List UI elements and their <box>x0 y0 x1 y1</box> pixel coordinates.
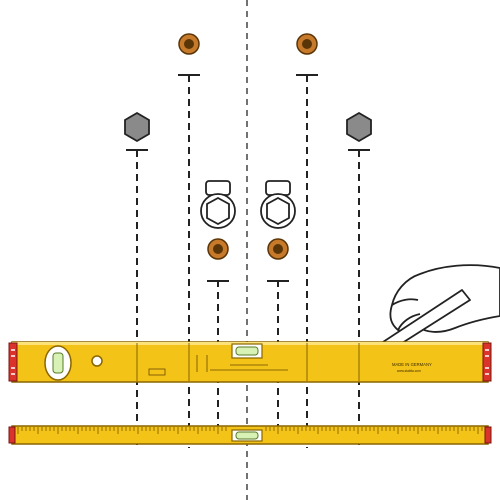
hanging-bracket-icon <box>200 180 236 229</box>
wall-plug-icon <box>296 33 318 55</box>
hex-bolt-icon <box>124 111 150 143</box>
cross-marks <box>126 74 370 282</box>
ruler-ticks <box>17 427 483 434</box>
hand-with-pencil-icon <box>371 264 500 353</box>
spirit-level-ruler <box>8 425 492 445</box>
wall-plug-icon <box>207 238 229 260</box>
wall-plug-icon <box>267 238 289 260</box>
spirit-level-main: MADE IN GERMANY www.stabila.com <box>8 341 492 383</box>
brand-label: MADE IN GERMANY <box>392 362 432 367</box>
wall-plug-icon <box>178 33 200 55</box>
website-label: www.stabila.com <box>397 369 421 373</box>
guide-lines <box>136 75 360 448</box>
hex-bolt-icon <box>346 111 372 143</box>
hanging-bracket-icon <box>260 180 296 229</box>
